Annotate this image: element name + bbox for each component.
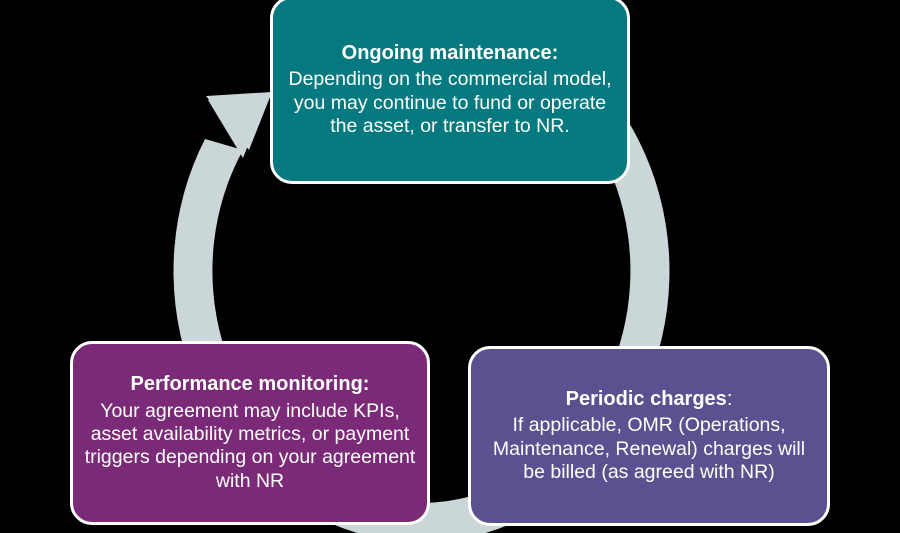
node-periodic-charges: Periodic charges: If applicable, OMR (Op… [468, 346, 830, 526]
node-body-performance-monitoring: Your agreement may include KPIs, asset a… [84, 399, 416, 492]
node-title-periodic-charges: Periodic charges: [566, 388, 733, 412]
ring-band [173, 2, 670, 533]
node-title-ongoing-maintenance: Ongoing maintenance: [342, 42, 559, 66]
node-body-ongoing-maintenance: Depending on the commercial model, you m… [288, 68, 612, 137]
node-title-text: Ongoing maintenance: [341, 41, 559, 64]
node-title-text: Periodic charges [565, 387, 727, 410]
node-title-tail: : [726, 387, 733, 410]
node-title-performance-monitoring: Performance monitoring: [131, 373, 370, 397]
node-title-text: Performance monitoring: [130, 372, 370, 395]
node-performance-monitoring: Performance monitoring: Your agreement m… [70, 341, 430, 525]
node-body-periodic-charges: If applicable, OMR (Operations, Maintena… [492, 414, 806, 483]
node-ongoing-maintenance: Ongoing maintenance: Depending on the co… [270, 0, 630, 184]
